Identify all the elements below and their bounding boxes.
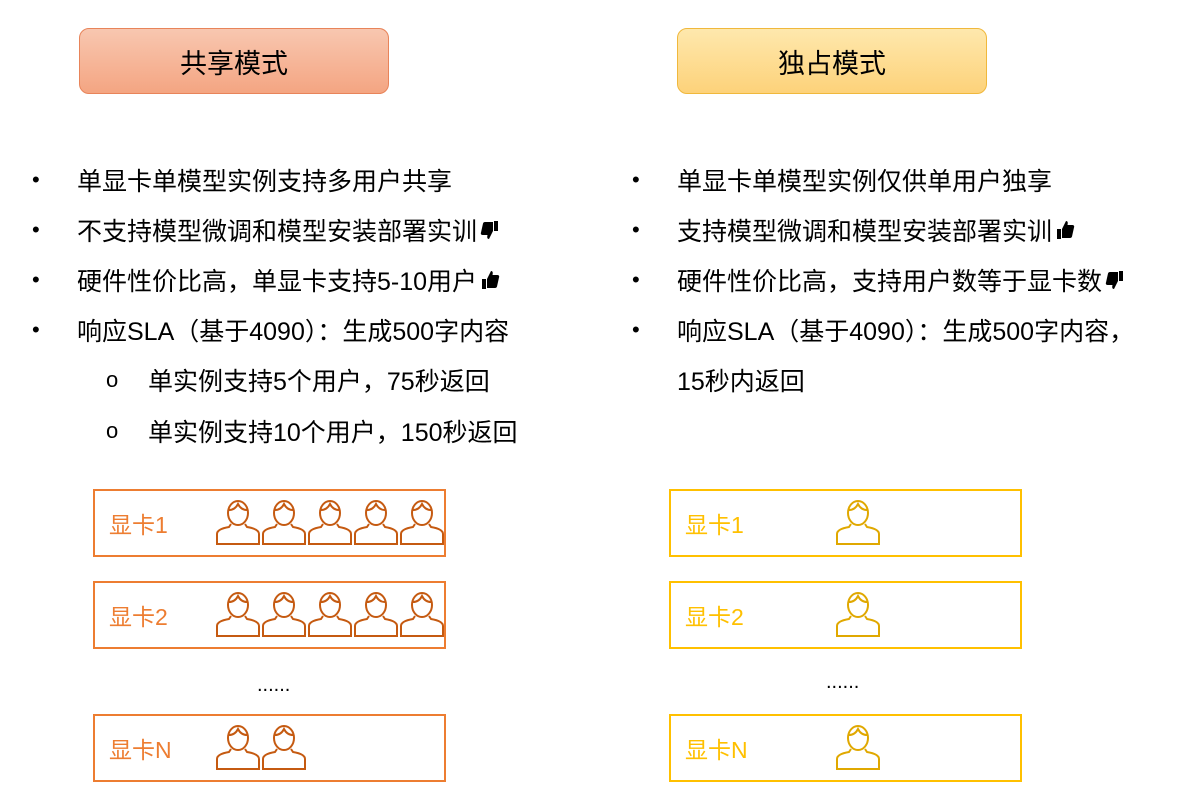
bullet-text: 支持模型微调和模型安装部署实训 — [677, 218, 1053, 246]
bullet-item: 硬件性价比高，单显卡支持5-10用户 — [77, 264, 501, 296]
bullet-dot: • — [32, 267, 40, 292]
gpu-box: 显卡1 — [669, 489, 1022, 557]
gpu-box: 显卡2 — [93, 581, 446, 649]
user-icon — [835, 721, 881, 776]
gpu-box: 显卡1 — [93, 489, 446, 557]
bullet-dot: • — [632, 217, 640, 242]
shared-mode-header: 共享模式 — [79, 28, 389, 94]
bullet-text: 响应SLA（基于4090）：生成500字内容 — [77, 318, 510, 346]
bullet-item: 单显卡单模型实例仅供单用户独享 — [677, 164, 1052, 196]
bullet-dot: • — [632, 267, 640, 292]
sub-bullet-item: 单实例支持10个用户，150秒返回 — [148, 419, 518, 447]
user-group — [215, 721, 307, 776]
gpu-box: 显卡N — [669, 714, 1022, 782]
bullet-item: 不支持模型微调和模型安装部署实训 — [77, 214, 501, 246]
bullet-item: 响应SLA（基于4090）：生成500字内容， — [677, 314, 1134, 346]
bullet-dot: • — [632, 167, 640, 192]
thumbs-down-icon — [1104, 269, 1126, 291]
bullet-continuation: 15秒内返回 — [677, 368, 805, 396]
user-icon — [261, 496, 307, 551]
user-icon — [215, 496, 261, 551]
bullet-dot: • — [32, 167, 40, 192]
bullet-item: 支持模型微调和模型安装部署实训 — [677, 214, 1076, 246]
user-icon — [307, 588, 353, 643]
thumbs-up-icon — [479, 269, 501, 291]
gpu-box: 显卡N — [93, 714, 446, 782]
bullet-dot: • — [32, 317, 40, 342]
sub-bullet-circle: o — [106, 367, 119, 392]
bullet-item: 响应SLA（基于4090）：生成500字内容 — [77, 314, 509, 346]
exclusive-mode-header: 独占模式 — [677, 28, 987, 94]
ellipsis: ...... — [257, 674, 291, 696]
bullet-text: 响应SLA（基于4090）：生成500字内容， — [677, 318, 1135, 346]
user-icon — [261, 721, 307, 776]
bullet-dot: • — [32, 217, 40, 242]
bullet-item: 单显卡单模型实例支持多用户共享 — [77, 164, 452, 196]
user-group — [835, 721, 881, 776]
user-icon — [399, 496, 445, 551]
bullet-text: 不支持模型微调和模型安装部署实训 — [77, 218, 478, 246]
gpu-label: 显卡N — [685, 737, 748, 763]
sub-bullet-item: 单实例支持5个用户，75秒返回 — [148, 368, 490, 396]
user-icon — [835, 496, 881, 551]
user-group — [215, 588, 445, 643]
shared-mode-title: 共享模式 — [180, 48, 288, 79]
gpu-box: 显卡2 — [669, 581, 1022, 649]
bullet-text: 单显卡单模型实例支持多用户共享 — [77, 168, 453, 196]
user-icon — [261, 588, 307, 643]
user-icon — [835, 588, 881, 643]
user-icon — [215, 588, 261, 643]
bullet-text: 单显卡单模型实例仅供单用户独享 — [677, 168, 1053, 196]
bullet-text: 硬件性价比高，支持用户数等于显卡数 — [677, 268, 1103, 296]
thumbs-up-icon — [1054, 219, 1076, 241]
gpu-label: 显卡2 — [685, 604, 744, 630]
user-icon — [215, 721, 261, 776]
user-icon — [353, 496, 399, 551]
gpu-label: 显卡1 — [685, 512, 744, 538]
bullet-dot: • — [632, 317, 640, 342]
user-group — [835, 496, 881, 551]
thumbs-down-icon — [479, 219, 501, 241]
user-icon — [353, 588, 399, 643]
gpu-label: 显卡2 — [109, 604, 168, 630]
exclusive-mode-title: 独占模式 — [778, 48, 886, 79]
gpu-label: 显卡1 — [109, 512, 168, 538]
gpu-label: 显卡N — [109, 737, 172, 763]
user-group — [835, 588, 881, 643]
bullet-item: 硬件性价比高，支持用户数等于显卡数 — [677, 264, 1126, 296]
user-group — [215, 496, 445, 551]
bullet-text: 硬件性价比高，单显卡支持5-10用户 — [77, 268, 478, 296]
user-icon — [307, 496, 353, 551]
sub-bullet-circle: o — [106, 418, 119, 443]
user-icon — [399, 588, 445, 643]
ellipsis: ...... — [826, 671, 860, 693]
